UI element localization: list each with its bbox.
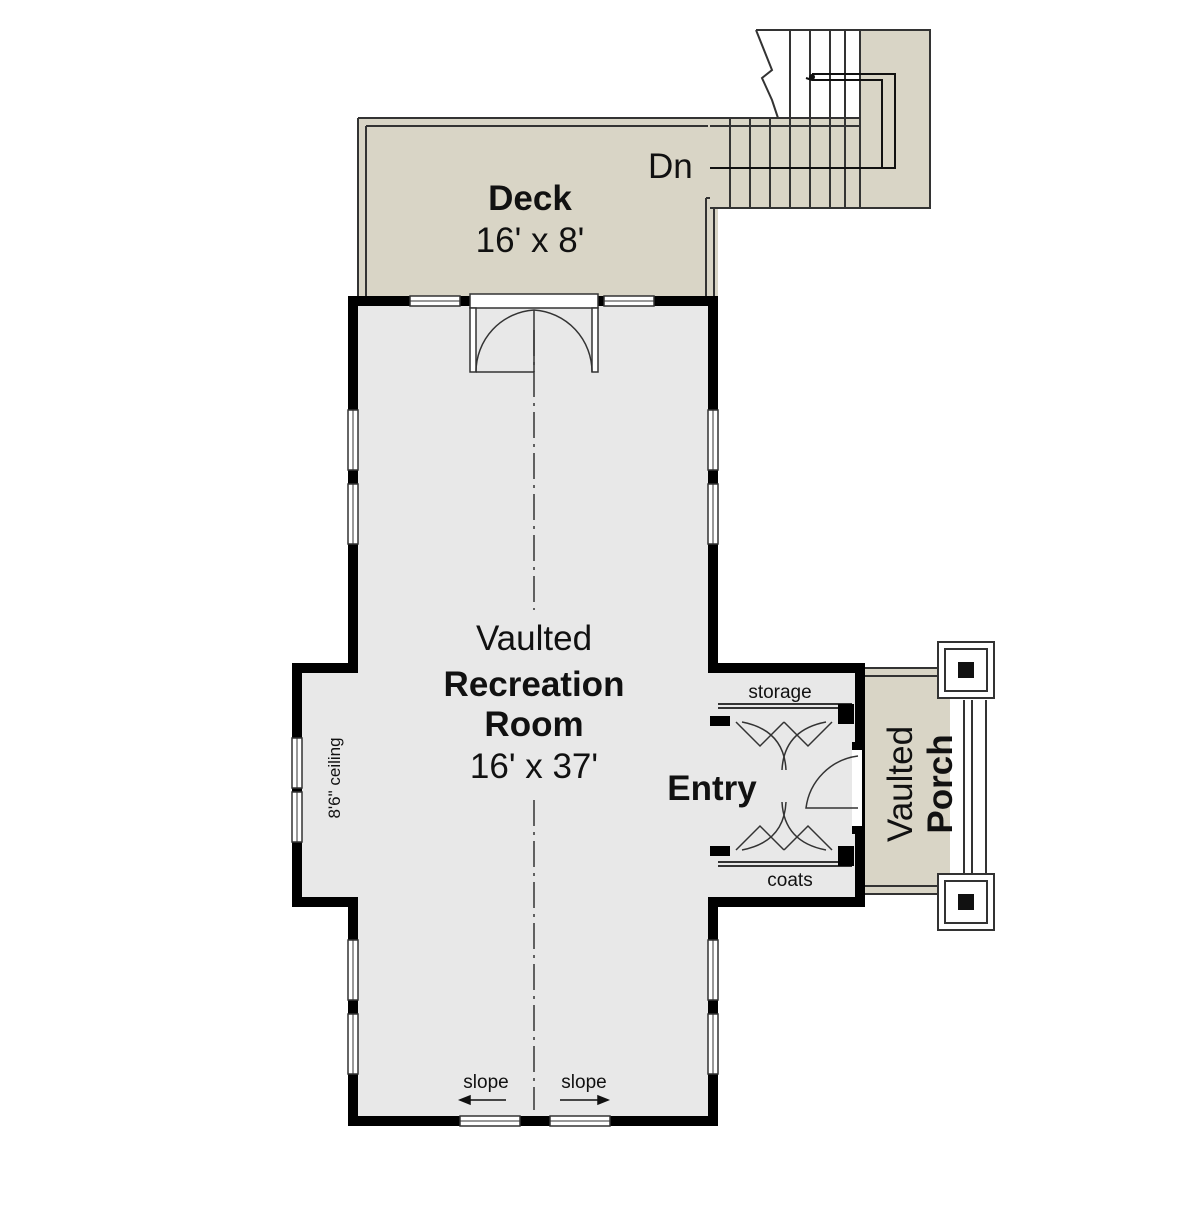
- stairs-direction: Dn: [648, 147, 693, 186]
- storage-name: storage: [748, 682, 811, 703]
- porch-area: [860, 667, 987, 895]
- ceiling-note: 8'6" ceiling: [325, 737, 344, 818]
- porch-line2: Porch: [921, 734, 960, 833]
- windows: [291, 295, 719, 1127]
- exterior-walls: [292, 296, 865, 1126]
- coats-name: coats: [767, 870, 812, 891]
- recreation-line2: Recreation: [444, 665, 625, 704]
- stairs: [710, 29, 931, 209]
- deck-name: Deck: [488, 179, 572, 218]
- recreation-size: 16' x 37': [470, 747, 598, 786]
- porch-line1: Vaulted: [881, 726, 920, 842]
- french-doors: [469, 293, 599, 373]
- entry-name: Entry: [667, 769, 757, 808]
- slope-right: slope: [561, 1072, 606, 1093]
- recreation-line1: Vaulted: [476, 619, 592, 658]
- slope-arrows: [457, 1094, 611, 1106]
- labels: Deck 16' x 8' Dn Vaulted Recreation Room…: [325, 147, 960, 1093]
- entry-closets: [710, 676, 862, 867]
- deck-size: 16' x 8': [476, 221, 585, 260]
- porch-post-top: [937, 641, 995, 699]
- deck-area: [357, 117, 720, 296]
- porch-post-bottom: [937, 873, 995, 931]
- slope-left: slope: [463, 1072, 508, 1093]
- recreation-line3: Room: [484, 705, 583, 744]
